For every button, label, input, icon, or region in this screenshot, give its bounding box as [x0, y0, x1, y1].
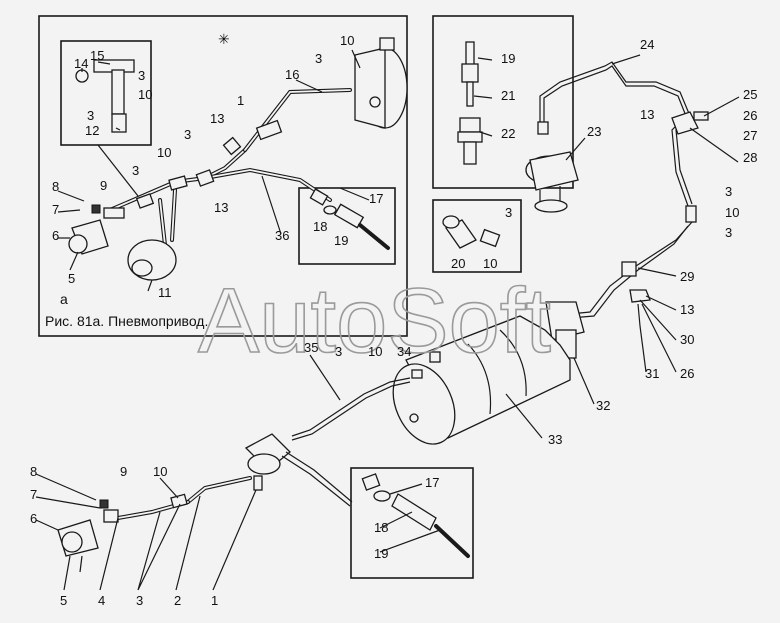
callout-c13a: 13	[210, 111, 224, 126]
callout-c9b: 9	[120, 464, 127, 479]
callout-c33: 33	[548, 432, 562, 447]
elbow-fitting-parts	[442, 215, 501, 249]
callout-c34: 34	[397, 344, 411, 359]
callout-c35: 35	[304, 340, 318, 355]
callout-c26b: 26	[680, 366, 694, 381]
elbow-fitting-frame	[432, 199, 522, 273]
callout-c26a: 26	[743, 108, 757, 123]
inset-letter: а	[60, 291, 68, 307]
callout-c19a: 19	[334, 233, 348, 248]
callout-c18a: 18	[313, 219, 327, 234]
callout-c36: 36	[275, 228, 289, 243]
callout-c3e: 3	[315, 51, 322, 66]
lower-assembly	[57, 433, 470, 573]
callout-c16: 16	[285, 67, 299, 82]
callout-c14: 14	[74, 56, 88, 71]
callout-c22: 22	[501, 126, 515, 141]
callout-c30: 30	[680, 332, 694, 347]
callout-c13d: 13	[680, 302, 694, 317]
callout-c8b: 8	[30, 464, 37, 479]
callout-c10f: 10	[368, 344, 382, 359]
callout-c6a: 6	[52, 228, 59, 243]
callout-c1b: 1	[211, 593, 218, 608]
callout-c17a: 17	[369, 191, 383, 206]
callout-c32: 32	[596, 398, 610, 413]
inset-coupling-frame	[298, 187, 396, 265]
valve-fitting-frame	[432, 15, 574, 189]
callout-c28: 28	[743, 150, 757, 165]
callout-c24: 24	[640, 37, 654, 52]
callout-c3j: 3	[136, 593, 143, 608]
callout-c10d: 10	[725, 205, 739, 220]
callout-c7a: 7	[52, 202, 59, 217]
callout-c31: 31	[645, 366, 659, 381]
callout-c27: 27	[743, 128, 757, 143]
callout-c6b: 6	[30, 511, 37, 526]
callout-c10c: 10	[340, 33, 354, 48]
callout-c3d: 3	[184, 127, 191, 142]
inset-mark: ✳	[218, 31, 230, 47]
watermark-text: AutoSoft	[198, 270, 551, 372]
callout-c23: 23	[587, 124, 601, 139]
callout-c5b: 5	[60, 593, 67, 608]
callout-c4: 4	[98, 593, 105, 608]
callout-c3g: 3	[725, 225, 732, 240]
callout-c1a: 1	[237, 93, 244, 108]
callout-c13c: 13	[640, 107, 654, 122]
main-pipework	[291, 61, 709, 445]
callout-c3a: 3	[138, 68, 145, 83]
figure-caption: Рис. 81а. Пневмопривод.	[45, 313, 208, 329]
inset-tee-frame	[60, 40, 152, 146]
callout-c12: 12	[85, 123, 99, 138]
callout-c10g: 10	[153, 464, 167, 479]
callout-c17b: 17	[425, 475, 439, 490]
callout-c5a: 5	[68, 271, 75, 286]
callout-c3b: 3	[87, 108, 94, 123]
callout-c7b: 7	[30, 487, 37, 502]
callout-c3i: 3	[335, 344, 342, 359]
lower-coupling-frame	[350, 467, 474, 579]
leader-lines	[35, 49, 740, 591]
callout-c2: 2	[174, 593, 181, 608]
callout-c8a: 8	[52, 179, 59, 194]
callout-c19c: 19	[374, 546, 388, 561]
callout-c11: 11	[158, 285, 172, 300]
inset-a-parts	[68, 37, 408, 281]
callout-c13b: 13	[214, 200, 228, 215]
inset-a-frame	[38, 15, 408, 337]
callout-c9a: 9	[100, 178, 107, 193]
callout-c10b: 10	[157, 145, 171, 160]
callout-c19b: 19	[501, 51, 515, 66]
callout-c25: 25	[743, 87, 757, 102]
callout-c21: 21	[501, 88, 515, 103]
callout-c10a: 10	[138, 87, 152, 102]
callout-c3h: 3	[505, 205, 512, 220]
callout-c3f: 3	[725, 184, 732, 199]
callout-c10e: 10	[483, 256, 497, 271]
callout-c18b: 18	[374, 520, 388, 535]
callout-c3c: 3	[132, 163, 139, 178]
callout-c15: 15	[90, 48, 104, 63]
callout-c29: 29	[680, 269, 694, 284]
callout-c20: 20	[451, 256, 465, 271]
valve-fitting-parts	[457, 41, 579, 213]
